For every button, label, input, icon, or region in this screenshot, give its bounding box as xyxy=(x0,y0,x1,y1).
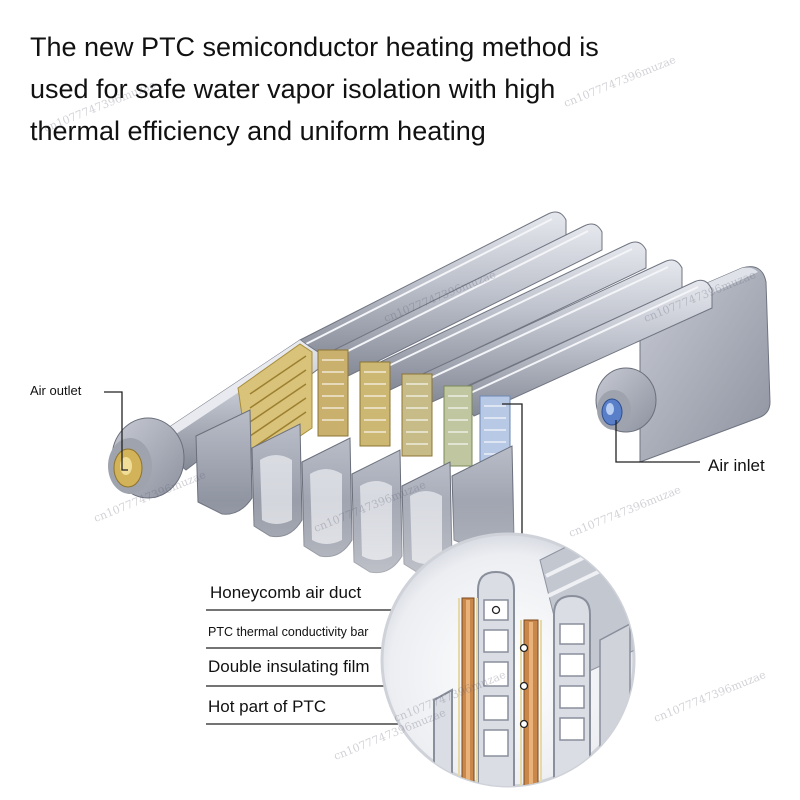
honeycomb-dot xyxy=(491,605,501,615)
honeycomb-column-1 xyxy=(477,570,515,786)
hot-dot xyxy=(519,719,529,729)
honeycomb-column-2 xyxy=(553,594,591,786)
ptc-bar-dot xyxy=(519,643,529,653)
headline-line-1: The new PTC semiconductor heating method… xyxy=(30,32,599,62)
leader-dots xyxy=(491,605,529,729)
heater-body xyxy=(108,211,771,590)
tube-bank xyxy=(299,211,713,417)
inlet-port xyxy=(595,367,657,433)
headline: The new PTC semiconductor heating method… xyxy=(30,26,730,152)
air-outlet-leader xyxy=(104,391,128,471)
outlet-port xyxy=(108,417,185,499)
hot-part-label: Hot part of PTC xyxy=(208,697,327,716)
air-inlet-leader xyxy=(615,420,700,463)
insulating-film-label: Double insulating film xyxy=(208,657,370,676)
headline-line-3: thermal efficiency and uniform heating xyxy=(30,116,486,146)
honeycomb-air-duct-label: Honeycomb air duct xyxy=(210,583,362,602)
detail-leader xyxy=(502,403,523,550)
film-dot xyxy=(519,681,529,691)
air-inlet-label: Air inlet xyxy=(708,456,765,475)
ptc-conductivity-bar-label: PTC thermal conductivity bar xyxy=(208,625,369,639)
headline-line-2: used for safe water vapor isolation with… xyxy=(30,74,556,104)
air-outlet-label: Air outlet xyxy=(30,383,82,398)
